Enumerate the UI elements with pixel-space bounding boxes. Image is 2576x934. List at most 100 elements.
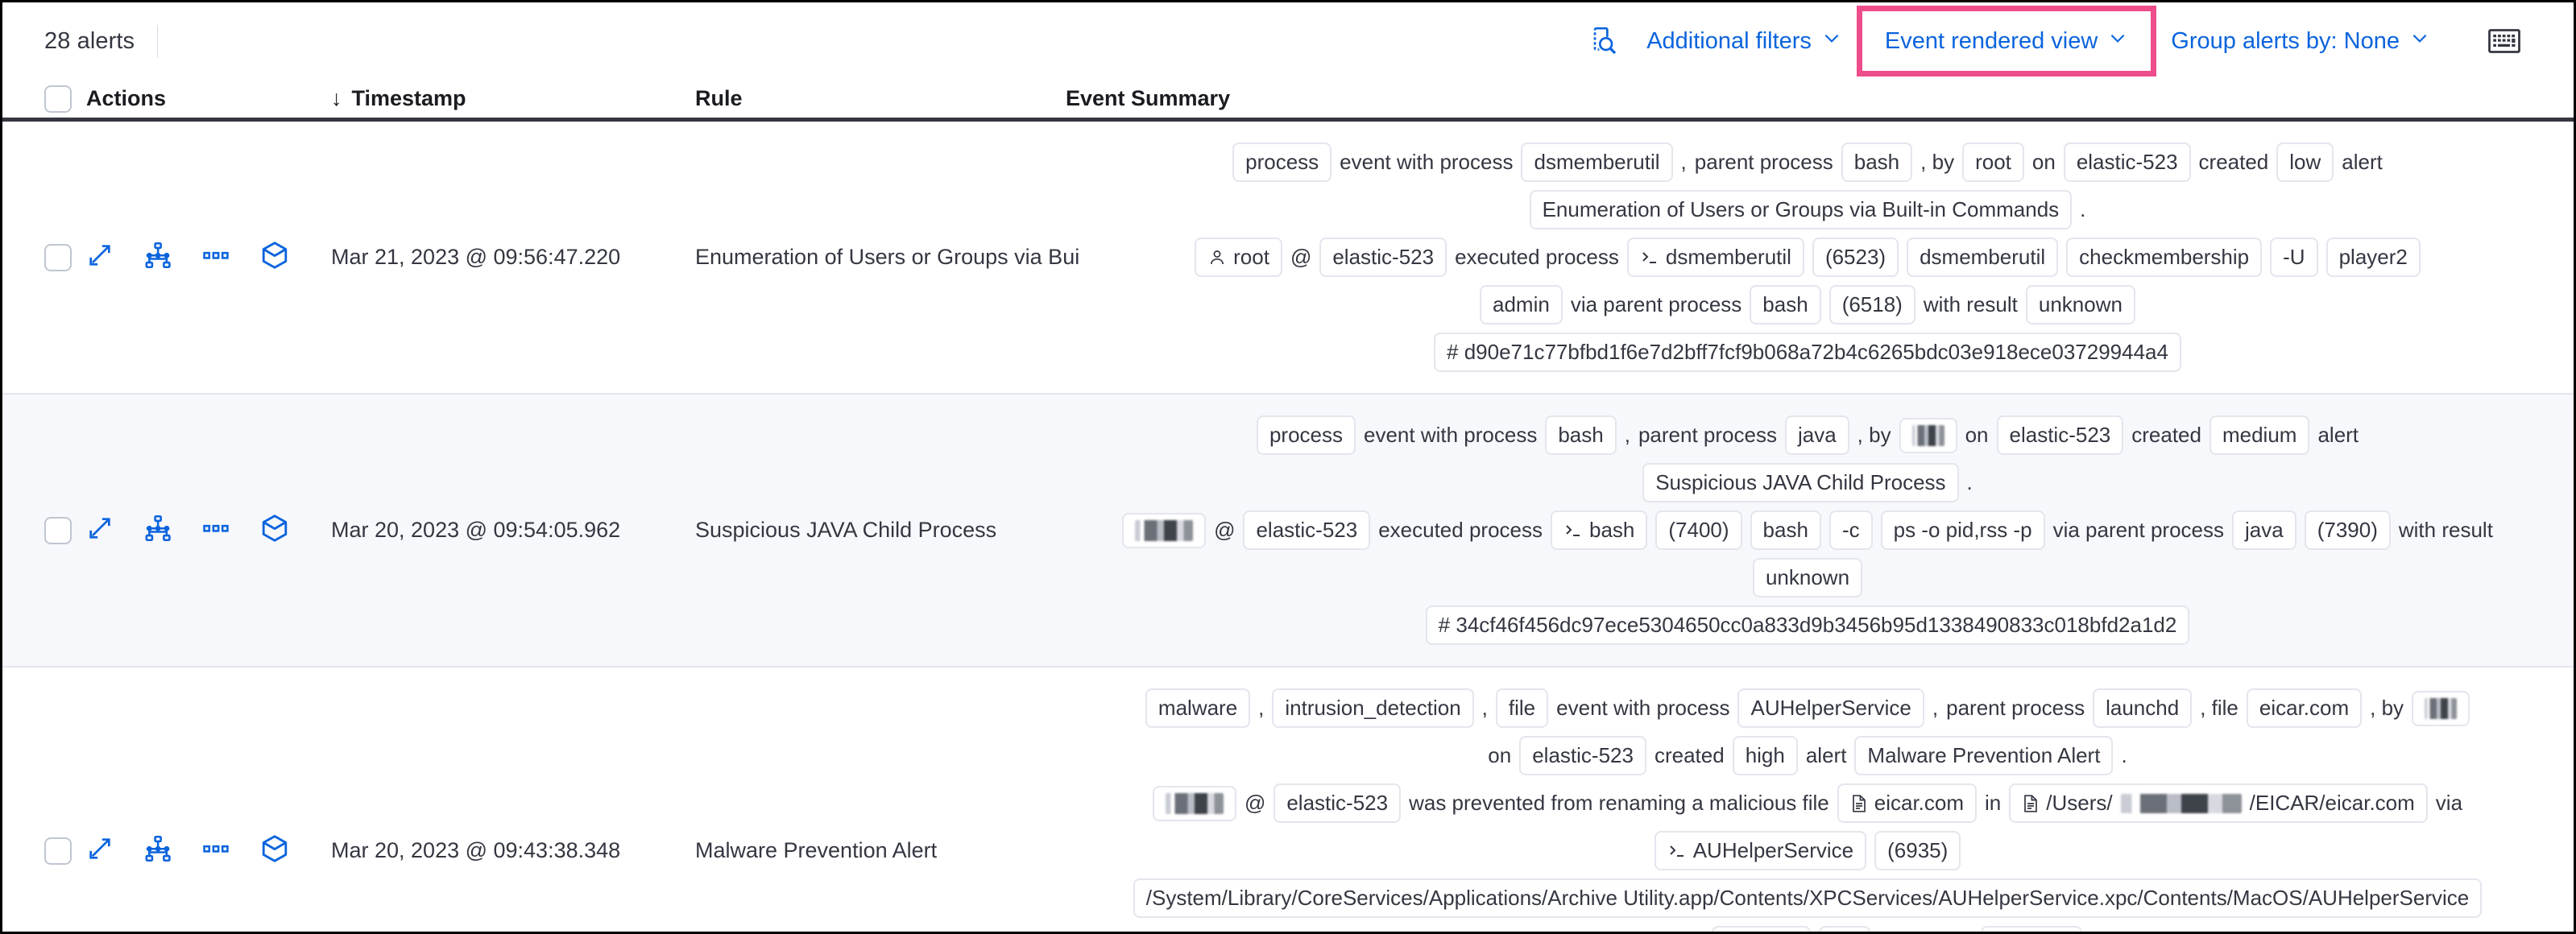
value-chip[interactable]: dsmemberutil [1521,143,1673,182]
value-chip[interactable]: java [1784,415,1849,455]
value-chip[interactable]: low [2276,143,2334,182]
value-chip[interactable]: process [1232,143,1332,182]
value-chip[interactable]: elastic-523 [1996,415,2124,455]
value-chip[interactable]: launchd [1712,926,1812,932]
value-chip[interactable]: bash [1750,510,1821,550]
summary-text: with result [2398,518,2493,542]
table-row[interactable]: Mar 20, 2023 @ 09:54:05.962 Suspicious JA… [2,395,2574,667]
value-chip[interactable]: root [1962,143,2024,182]
row-actions-group [86,514,289,547]
row-select-checkbox[interactable] [44,395,86,666]
value-chip[interactable]: bash [1545,415,1617,455]
value-chip[interactable] [2412,690,2470,726]
session-view-icon[interactable] [260,514,289,547]
chip-label: player2 [2338,245,2408,269]
value-chip[interactable]: AUHelperService [1737,688,1924,728]
row-select-checkbox[interactable] [44,122,86,393]
more-actions-icon[interactable] [202,515,230,546]
chip-label: root [1233,245,1269,269]
value-chip[interactable]: elastic-523 [1319,238,1447,277]
value-chip[interactable]: (1) [1819,926,1871,932]
inspect-query-icon[interactable] [1582,20,1624,62]
event-rendered-view-button[interactable]: Event rendered view [1875,23,2138,60]
expand-icon[interactable] [86,835,114,866]
value-chip[interactable]: dsmemberutil [1907,238,2059,277]
value-chip[interactable]: intrusion_detection [1272,688,1474,728]
value-chip[interactable]: dsmemberutil [1626,238,1804,277]
value-chip[interactable]: -U [2270,238,2318,277]
value-chip[interactable] [1899,417,1957,453]
column-header-timestamp[interactable]: ↓ Timestamp [331,86,695,111]
value-chip[interactable]: Enumeration of Users or Groups via Built… [1529,190,2073,229]
value-chip[interactable]: Suspicious JAVA Child Process [1642,463,1959,502]
value-chip[interactable]: unknown [2025,285,2135,324]
column-header-rule-label: Rule [695,86,743,110]
value-chip[interactable]: elastic-523 [2063,143,2191,182]
value-chip[interactable]: unknown [1752,558,1863,597]
hash-chip[interactable]: # 34cf46f456dc97ece5304650cc0a833d9b3456… [1425,605,2190,645]
value-chip[interactable]: eicar.com [1837,783,1978,823]
analyzer-icon[interactable] [144,515,172,546]
value-chip[interactable]: checkmembership [2066,238,2263,277]
value-chip[interactable]: success [1981,926,2083,932]
chip-label: # 34cf46f456dc97ece5304650cc0a833d9b3456… [1438,613,2177,637]
expand-icon[interactable] [86,515,114,546]
select-all-checkbox[interactable] [44,85,86,113]
value-chip[interactable]: (6518) [1828,285,1915,324]
hash-chip[interactable]: # d90e71c77bfbd1f6e7d2bff7fcf9b068a72b4c… [1434,333,2181,372]
value-chip[interactable]: eicar.com [2246,688,2363,728]
value-chip[interactable]: bash [1750,285,1821,324]
value-chip[interactable]: elastic-523 [1243,510,1371,550]
value-chip[interactable]: java [2232,510,2296,550]
chip-label: elastic-523 [1532,743,1634,767]
value-chip[interactable]: launchd [2093,688,2193,728]
value-chip[interactable]: elastic-523 [1274,783,1402,823]
value-chip[interactable] [1152,785,1236,821]
value-chip[interactable]: file [1495,688,1549,728]
value-chip[interactable]: medium [2209,415,2310,455]
analyzer-icon[interactable] [144,835,172,866]
value-chip[interactable]: (6935) [1874,831,1961,870]
keyboard-shortcuts-icon[interactable] [2480,17,2528,65]
path-suffix: /EICAR/eicar.com [2249,791,2415,815]
additional-filters-button[interactable]: Additional filters [1637,23,1852,60]
row-select-checkbox[interactable] [44,667,86,932]
value-chip[interactable]: elastic-523 [1519,736,1646,775]
value-chip[interactable]: /Users//EICAR/eicar.com [2009,783,2428,823]
value-chip[interactable]: bash [1551,510,1648,550]
column-header-event-summary[interactable]: Event Summary [1066,86,2574,111]
value-chip[interactable]: bash [1841,143,1913,182]
value-chip[interactable]: (7400) [1655,510,1742,550]
value-chip[interactable]: /System/Library/CoreServices/Application… [1133,878,2483,918]
value-chip[interactable]: AUHelperService [1654,831,1867,870]
chip-label: process [1245,150,1319,174]
expand-icon[interactable] [86,242,114,273]
value-chip[interactable]: process [1256,415,1356,455]
chip-label: elastic-523 [2009,423,2111,447]
value-chip[interactable]: (7390) [2304,510,2391,550]
value-chip[interactable]: malware [1145,688,1251,728]
value-chip[interactable]: ps -o pid,rss -p [1880,510,2045,550]
session-view-icon[interactable] [260,241,289,274]
analyzer-icon[interactable] [144,242,172,273]
value-chip[interactable]: root [1195,238,1282,277]
value-chip[interactable]: player2 [2325,238,2421,277]
more-actions-icon[interactable] [202,835,230,866]
value-chip[interactable]: admin [1480,285,1563,324]
session-view-icon[interactable] [260,834,289,867]
value-chip[interactable]: Malware Prevention Alert [1854,736,2114,775]
column-header-actions[interactable]: Actions [86,86,331,111]
group-alerts-by-button[interactable]: Group alerts by: None [2161,23,2440,60]
value-chip[interactable]: (6523) [1812,238,1899,277]
group-alerts-by-label: Group alerts by: None [2171,27,2400,54]
chip-label: elastic-523 [1286,791,1389,815]
more-actions-icon[interactable] [202,242,230,273]
row-timestamp: Mar 20, 2023 @ 09:54:05.962 [331,518,621,542]
column-header-rule[interactable]: Rule [695,86,1066,111]
value-chip[interactable]: high [1732,736,1798,775]
value-chip[interactable] [1122,512,1207,548]
value-chip[interactable]: -c [1828,510,1873,550]
